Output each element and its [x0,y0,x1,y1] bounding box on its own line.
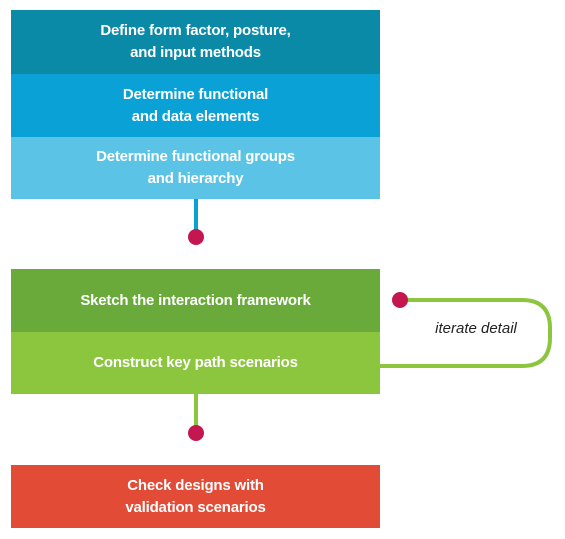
step-determine-functional-groups: Determine functional groups and hierarch… [11,137,380,199]
step-construct-key-path-scenarios: Construct key path scenarios [11,332,380,394]
iterate-loop-dot [392,292,408,308]
blue-connector-dot [188,229,204,245]
iterate-detail-label: iterate detail [435,320,517,337]
step-define-form-factor: Define form factor, posture, and input m… [11,10,380,74]
green-connector-dot [188,425,204,441]
step-determine-functional-elements: Determine functional and data elements [11,74,380,137]
step-check-designs: Check designs with validation scenarios [11,465,380,528]
step-sketch-interaction-framework: Sketch the interaction framework [11,269,380,332]
